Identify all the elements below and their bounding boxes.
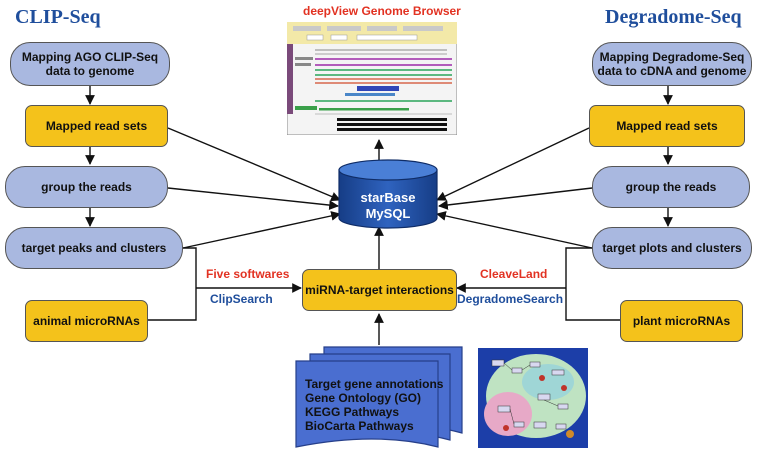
- genome-browser-screenshot: [287, 22, 457, 135]
- mapping-degradome-seq-line1: Mapping Degradome-Seq: [599, 50, 745, 64]
- plant-micrornas-label: plant microRNAs: [632, 314, 731, 328]
- right-mapped-read-sets-label: Mapped read sets: [616, 119, 718, 133]
- mapping-degradome-seq-node: Mapping Degradome-Seq data to cDNA and g…: [592, 42, 752, 86]
- clipsearch-label: ClipSearch: [210, 292, 273, 306]
- annotation-line-1: Target gene annotations: [305, 377, 444, 391]
- mapping-clip-seq-line2: data to genome: [45, 64, 135, 78]
- degradomesearch-label: DegradomeSearch: [457, 292, 564, 306]
- mapping-clip-seq-node: Mapping AGO CLIP-Seq data to genome: [10, 42, 170, 86]
- right-mapped-read-sets-node: Mapped read sets: [589, 105, 745, 147]
- annotation-documents-icon: [295, 346, 463, 448]
- browser-title: deepView Genome Browser: [303, 4, 461, 18]
- target-peaks-clusters-node: target peaks and clusters: [5, 227, 183, 269]
- mirna-target-interactions-label: miRNA-target interactions: [305, 283, 454, 297]
- clip-seq-title: CLIP-Seq: [15, 6, 101, 28]
- mapping-clip-seq-line1: Mapping AGO CLIP-Seq: [21, 50, 159, 64]
- animal-micrornas-label: animal microRNAs: [33, 314, 140, 328]
- left-mapped-read-sets-node: Mapped read sets: [25, 105, 168, 147]
- annotation-line-2: Gene Ontology (GO): [305, 391, 421, 405]
- pathway-map-image: [478, 348, 588, 448]
- left-mapped-read-sets-label: Mapped read sets: [45, 119, 148, 133]
- left-group-reads-label: group the reads: [41, 180, 132, 194]
- target-plots-clusters-node: target plots and clusters: [592, 227, 752, 269]
- five-softwares-label: Five softwares: [206, 267, 290, 281]
- target-peaks-clusters-label: target peaks and clusters: [21, 241, 167, 255]
- annotation-text-block: Target gene annotations Gene Ontology (G…: [305, 377, 443, 433]
- database-label-line1: starBase: [360, 190, 416, 205]
- right-group-reads-node: group the reads: [592, 166, 750, 208]
- cleaveland-label: CleaveLand: [480, 267, 548, 281]
- database-label-line2: MySQL: [365, 206, 411, 221]
- right-group-reads-label: group the reads: [625, 180, 717, 194]
- annotation-line-4: BioCarta Pathways: [305, 419, 414, 433]
- plant-micrornas-node: plant microRNAs: [620, 300, 743, 342]
- left-group-reads-node: group the reads: [5, 166, 168, 208]
- database-label: starBase MySQL: [337, 190, 439, 222]
- mirna-target-interactions-node: miRNA-target interactions: [302, 269, 457, 311]
- animal-micrornas-node: animal microRNAs: [25, 300, 148, 342]
- starbase-database-icon: [338, 159, 438, 229]
- annotation-line-3: KEGG Pathways: [305, 405, 400, 419]
- target-plots-clusters-label: target plots and clusters: [602, 241, 742, 255]
- mapping-degradome-seq-line2: data to cDNA and genome: [597, 64, 747, 78]
- degradome-seq-title: Degradome-Seq: [605, 6, 742, 28]
